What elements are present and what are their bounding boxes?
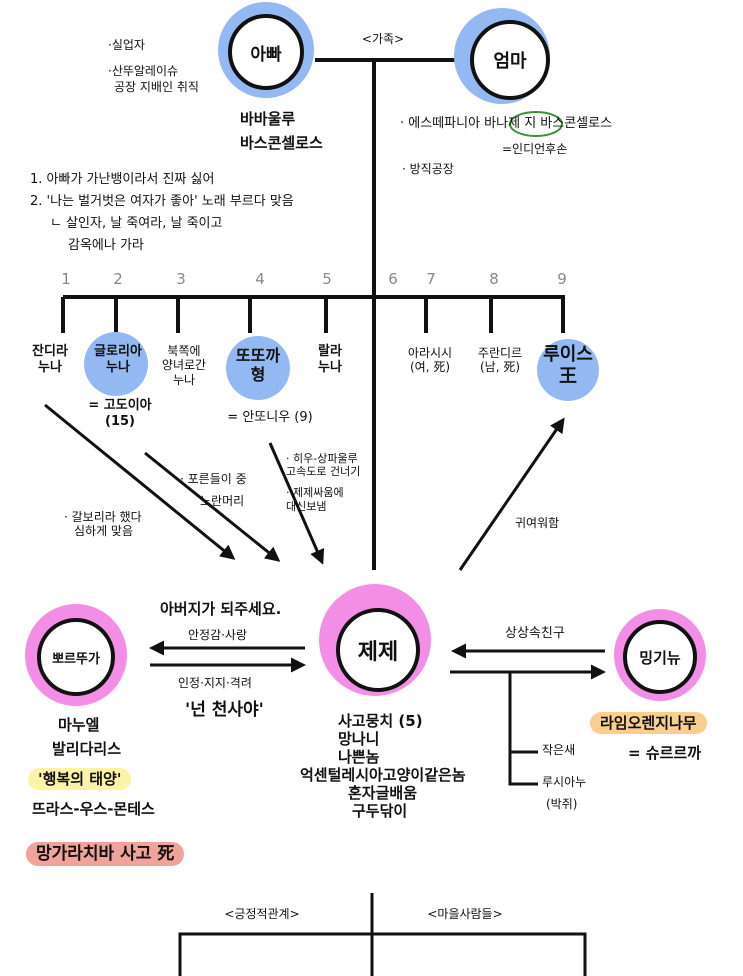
- highlight-circle: [509, 111, 563, 137]
- father-full-name: 바바울루: [240, 110, 296, 128]
- portuga-car: 뜨라스-우스-몬테스: [32, 800, 155, 818]
- episode: 2. '나는 벌거벗은 여자가 좋아' 노래 부르다 맞음: [30, 194, 294, 209]
- relation-to-portuga: 아버지가 되주세요.: [160, 600, 282, 618]
- portuga-trait: 발리다리스: [52, 740, 122, 758]
- child-number: 6: [388, 270, 398, 288]
- family-label: <가족>: [361, 32, 405, 46]
- minguinho-label: 밍기뉴: [623, 620, 697, 694]
- totoca-note: = 안또니우 (9): [227, 410, 313, 425]
- branch-bat: (박쥐): [546, 797, 578, 811]
- totoca-highlight: [226, 336, 290, 400]
- portuga-highlight: '행복의 태양': [28, 768, 132, 790]
- child-number: 4: [255, 270, 265, 288]
- mother-note: · 방직공장: [402, 162, 454, 176]
- relation-to-zeze: '넌 천사야': [185, 700, 264, 720]
- child-number: 3: [176, 270, 186, 288]
- child-number: 9: [557, 270, 567, 288]
- gloria-highlight: [84, 332, 148, 396]
- father-note: ·실업자: [108, 38, 145, 52]
- portuga-death: 망가라치바 사고 死: [26, 842, 185, 867]
- episode: 감옥에나 가라: [68, 238, 144, 253]
- gloria-note: = 고도이아(15): [88, 398, 152, 429]
- branch-luciano: 루시아누: [542, 775, 587, 789]
- minguinho-highlight: 라임오렌지나무: [590, 712, 707, 734]
- zeze-label: 제제: [336, 608, 420, 692]
- mother-full-name: · 에스떼파니아 바나제 지 바스콘셀로스: [400, 116, 613, 131]
- child-number: 8: [489, 270, 499, 288]
- branch-line: [508, 672, 538, 786]
- child-aracy: 아라시시(여, 死): [407, 346, 453, 375]
- mother-note: =인디언후손: [502, 142, 568, 156]
- positive-relations-label: <긍정적관계>: [224, 907, 300, 921]
- minguinho-relation: 상상속친구: [505, 626, 565, 641]
- father-note: ·산뚜알레이슈: [108, 64, 179, 78]
- portuga-label: 뽀르뚜가: [37, 618, 115, 696]
- minguinho-alias: = 슈르르까: [628, 744, 701, 762]
- child-number: 7: [426, 270, 436, 288]
- luis-highlight: [537, 339, 599, 401]
- villagers-label: <마을사람들>: [427, 907, 503, 921]
- father-full-name: 바스콘셀로스: [240, 134, 323, 152]
- child-jurandyr: 주란디르(남, 死): [477, 346, 523, 375]
- father-label: 아빠: [228, 14, 304, 90]
- arrow-totoca: [268, 442, 325, 565]
- child-number: 1: [61, 270, 71, 288]
- father-note: 공장 지배인 취직: [114, 80, 199, 94]
- arrow-gloria: [144, 451, 281, 562]
- episode: ㄴ 살인자, 날 죽여라, 날 죽이고: [50, 216, 223, 231]
- child-number: 5: [322, 270, 332, 288]
- highlighted-name: 바나제: [484, 116, 521, 131]
- branch-bird: 작은새: [542, 743, 576, 757]
- episode: 1. 아빠가 가난뱅이라서 진짜 싫어: [30, 172, 215, 187]
- arrow-jandira: [44, 403, 236, 560]
- bottom-table: [178, 932, 587, 976]
- child-number: 2: [113, 270, 123, 288]
- relation-sub: 안정감·사랑: [188, 628, 248, 642]
- mother-label: 엄마: [470, 20, 550, 100]
- relation-sub: 인정·지지·격려: [178, 676, 252, 690]
- luis-arrow-note: 귀여워함: [515, 516, 560, 530]
- portuga-trait: 마누엘: [58, 716, 100, 734]
- arrow-luis: [458, 417, 565, 571]
